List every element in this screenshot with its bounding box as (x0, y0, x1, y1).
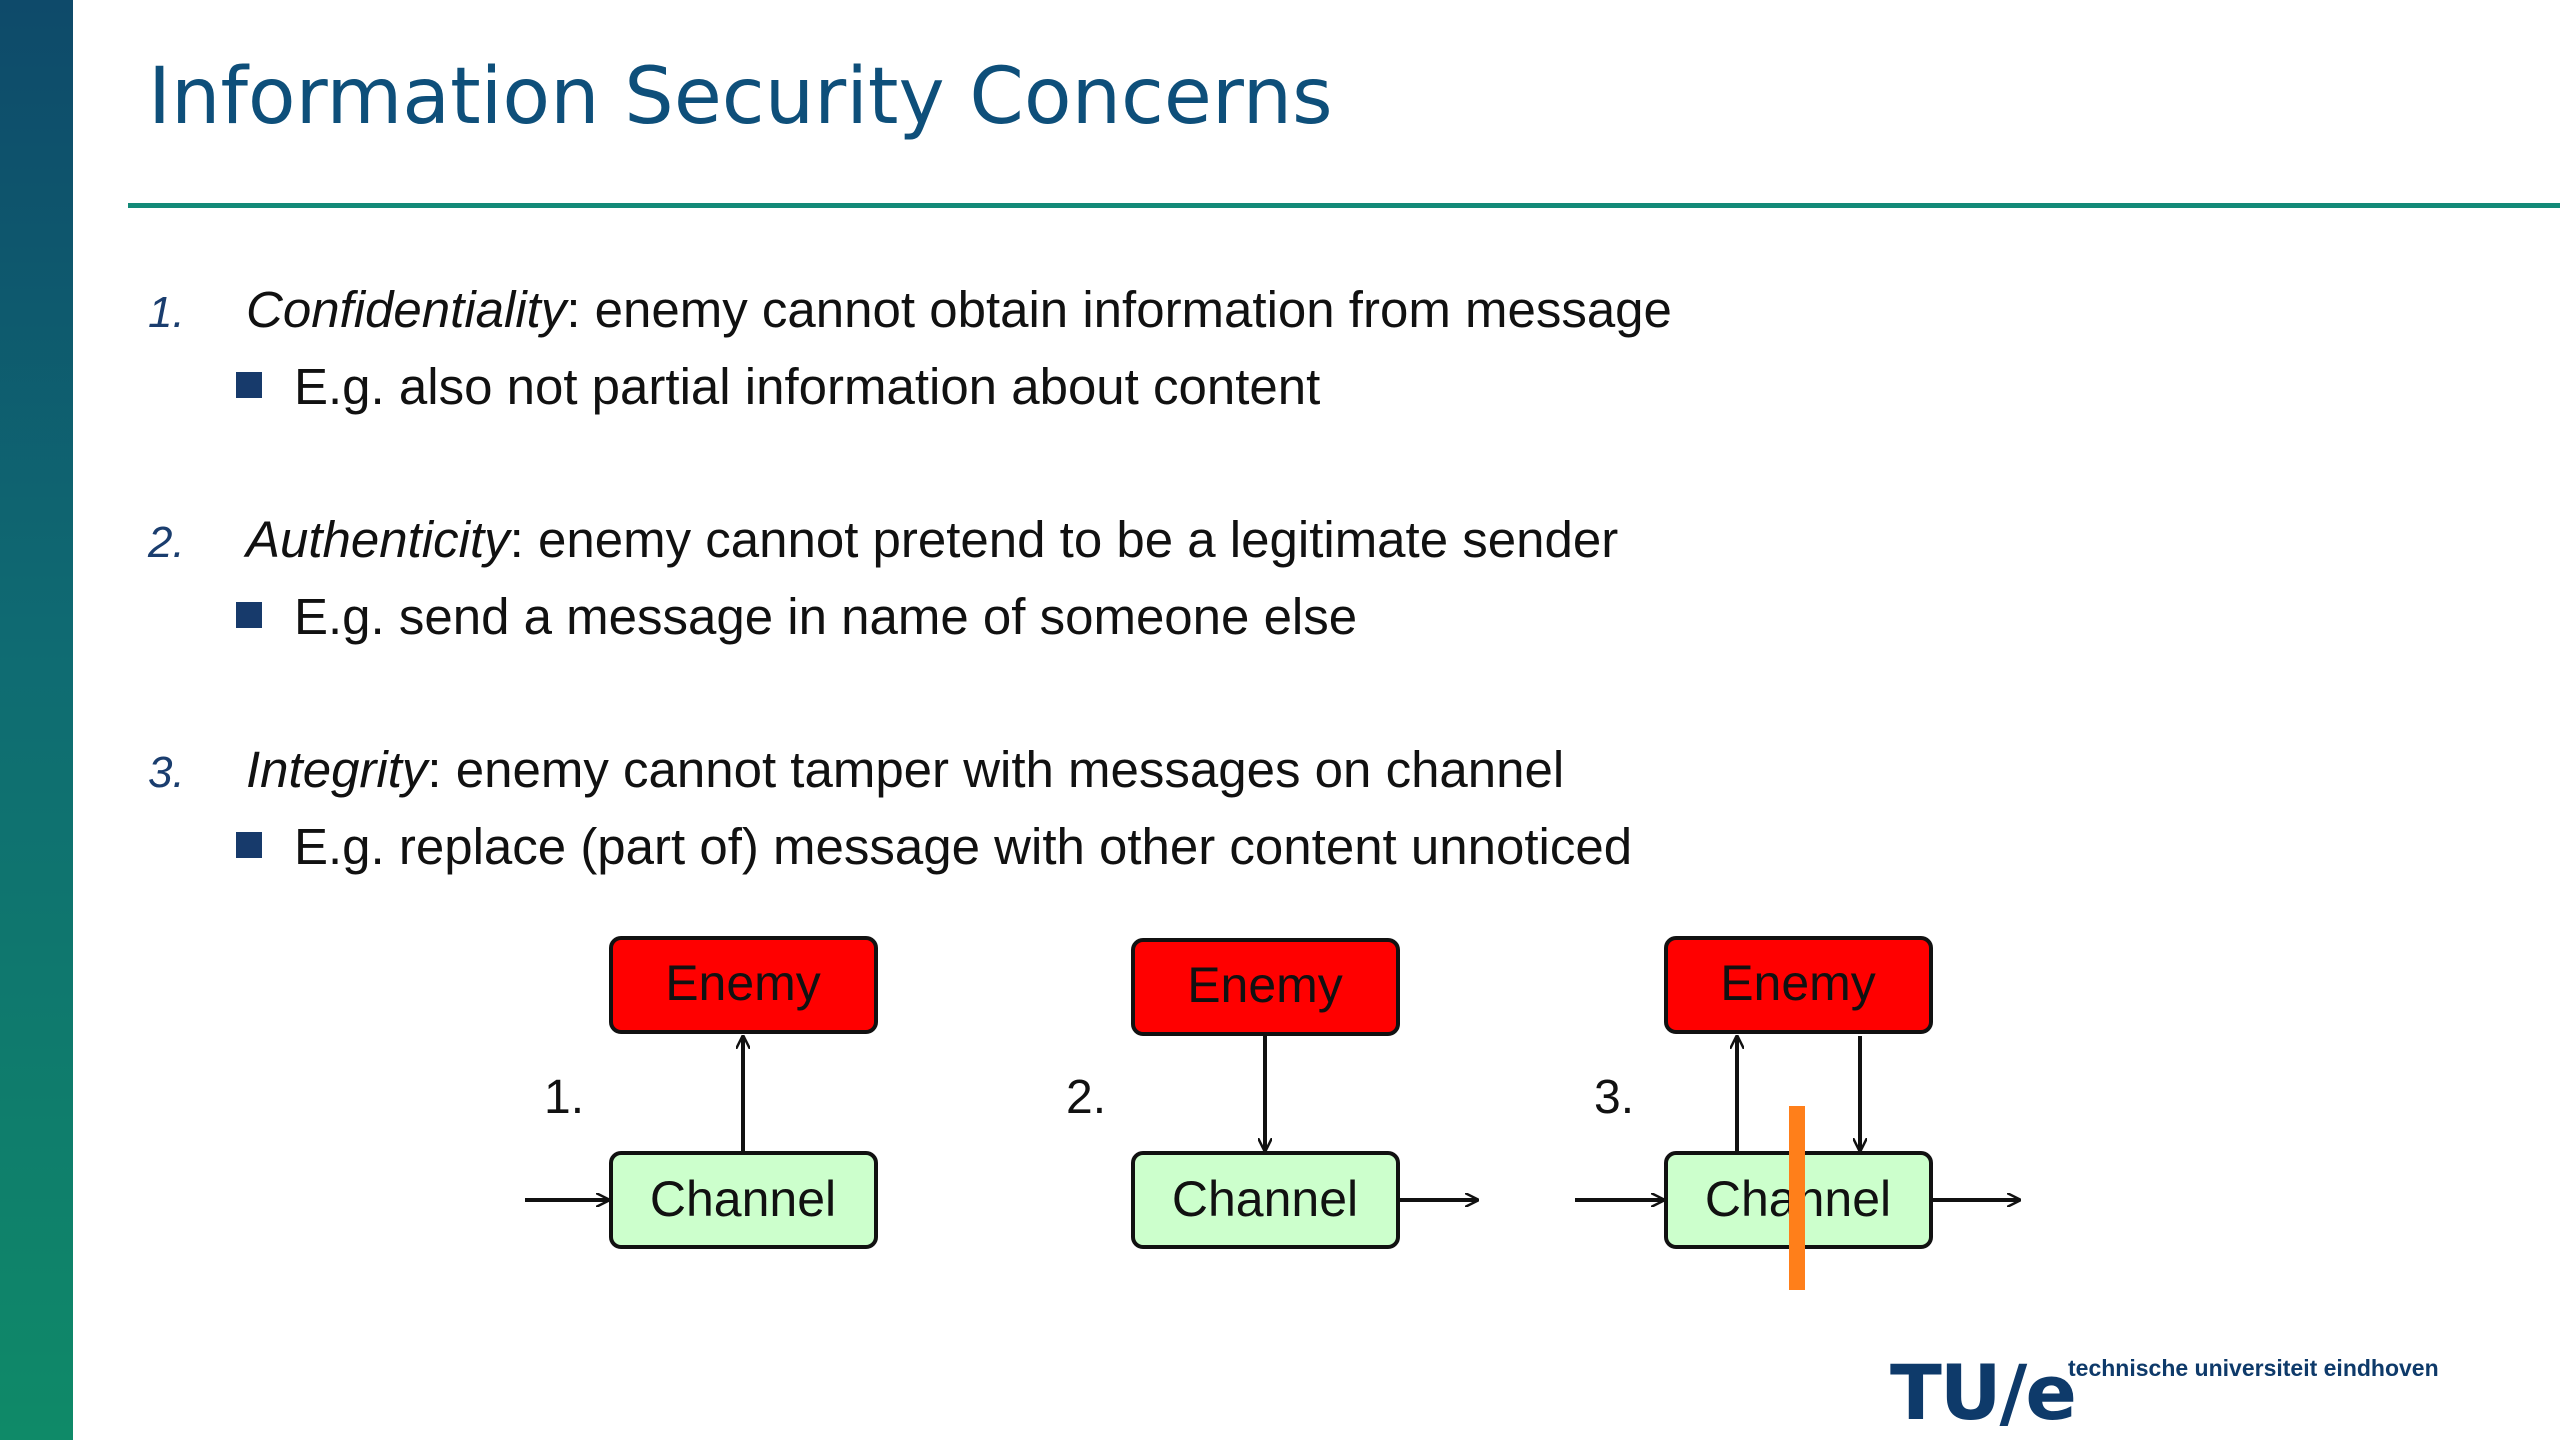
list-item-integrity: 3. Integrity: enemy cannot tamper with me… (148, 744, 1564, 795)
diagram-integrity: 3. Enemy Channel (1575, 936, 2020, 1290)
diagram-confidentiality: 1. Enemy Channel (525, 936, 878, 1249)
square-bullet-icon (236, 602, 262, 628)
diagram-label: 3. (1594, 1071, 1634, 1124)
sub-bullet-authenticity: E.g. send a message in name of someone e… (236, 591, 1357, 642)
enemy-label: Enemy (1187, 957, 1343, 1013)
item-number: 1. (148, 288, 185, 337)
item-number: 2. (148, 518, 185, 567)
list-item-confidentiality: 1. Confidentiality: enemy cannot obtain i… (148, 284, 1672, 335)
diagram-label: 1. (544, 1071, 584, 1124)
sub-bullet-text: E.g. send a message in name of someone e… (294, 588, 1358, 645)
square-bullet-icon (236, 832, 262, 858)
item-description: : enemy cannot obtain information from m… (566, 281, 1672, 338)
side-accent-bar (0, 0, 73, 1440)
enemy-box (609, 936, 878, 1034)
enemy-label: Enemy (665, 955, 821, 1011)
enemy-label: Enemy (1720, 955, 1876, 1011)
item-description: : enemy cannot pretend to be a legitimat… (509, 511, 1619, 568)
list-item-authenticity: 2. Authenticity: enemy cannot pretend to … (148, 514, 1618, 565)
item-number: 3. (148, 748, 185, 797)
channel-label: Channel (650, 1171, 836, 1227)
square-bullet-icon (236, 372, 262, 398)
channel-cut-mark (1789, 1106, 1805, 1290)
item-term: Confidentiality (246, 281, 567, 338)
item-term: Integrity (246, 741, 428, 798)
channel-box (1131, 1151, 1400, 1249)
channel-label: Channel (1172, 1171, 1358, 1227)
enemy-box (1131, 938, 1400, 1036)
item-description: : enemy cannot tamper with messages on c… (427, 741, 1565, 798)
enemy-box (1664, 936, 1933, 1034)
sub-bullet-text: E.g. replace (part of) message with othe… (294, 818, 1633, 875)
slide-title: Information Security Concerns (148, 52, 1333, 142)
channel-box (609, 1151, 878, 1249)
title-divider (128, 203, 2560, 208)
diagram-authenticity: 2. Enemy Channel (1066, 938, 1478, 1249)
item-term: Authenticity (246, 511, 510, 568)
university-name: technische universiteit eindhoven (2068, 1355, 2439, 1381)
tue-logo: TU/e (1890, 1348, 2077, 1437)
sub-bullet-integrity: E.g. replace (part of) message with othe… (236, 821, 1632, 872)
sub-bullet-confidentiality: E.g. also not partial information about … (236, 361, 1320, 412)
diagram-label: 2. (1066, 1071, 1106, 1124)
sub-bullet-text: E.g. also not partial information about … (294, 358, 1321, 415)
